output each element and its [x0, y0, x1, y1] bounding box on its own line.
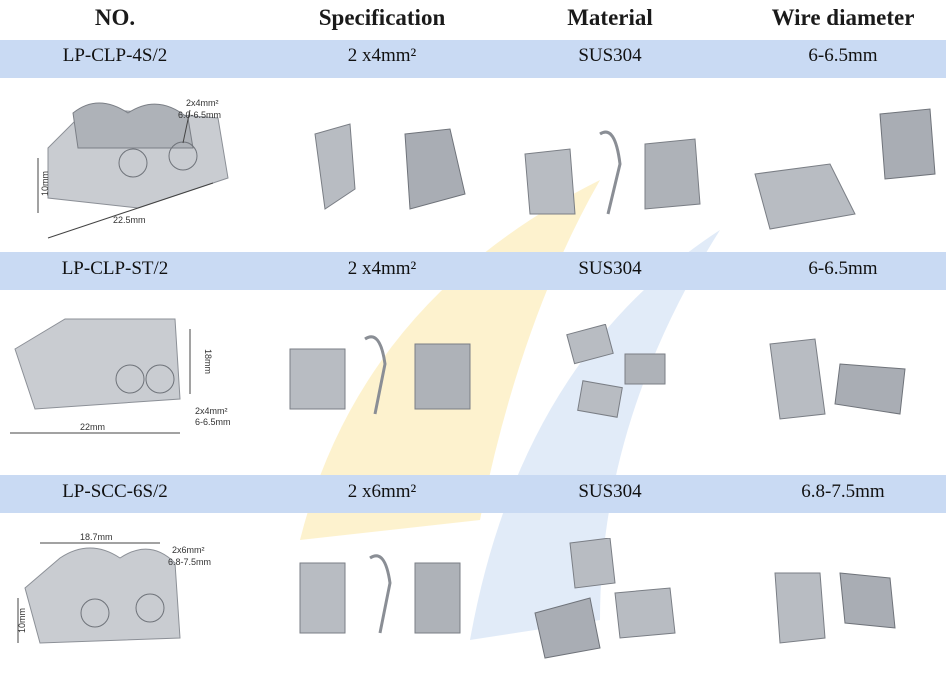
product-photo	[289, 335, 471, 415]
table-row-band	[0, 475, 946, 513]
column-header-specification: Specification	[318, 5, 446, 30]
column-header-material: Material	[567, 5, 653, 30]
dim-label: 6-6.5mm	[195, 417, 231, 427]
row-no: LP-SCC-6S/2	[62, 481, 168, 502]
image-row: 18.7mm 2x6mm² 6.8-7.5mm 10mm	[0, 518, 946, 690]
table-header: NO. Specification Material Wire diameter	[0, 0, 946, 36]
row-spec: 2 x4mm²	[347, 45, 417, 66]
product-photo	[299, 554, 461, 634]
row-spec: 2 x4mm²	[347, 258, 417, 279]
product-photo	[534, 538, 676, 659]
row-no: LP-CLP-4S/2	[62, 45, 168, 66]
row-wire-diameter: 6-6.5mm	[808, 258, 878, 279]
image-row: 18mm 2x4mm² 6-6.5mm 22mm	[0, 294, 946, 474]
dimension-drawing: 18.7mm 2x6mm² 6.8-7.5mm 10mm	[17, 532, 211, 644]
table-row-band	[0, 40, 946, 78]
dim-label: 10mm	[40, 171, 50, 196]
product-photo	[566, 324, 666, 418]
dim-label: 2x4mm²	[186, 98, 219, 108]
dim-label: 22mm	[80, 422, 105, 432]
row-spec: 2 x6mm²	[347, 481, 417, 502]
product-photo	[774, 572, 896, 644]
row-wire-diameter: 6.8-7.5mm	[801, 481, 885, 502]
table-row-band	[0, 252, 946, 290]
column-header-no: NO.	[94, 5, 136, 30]
product-photo	[754, 108, 936, 230]
image-row: 2x4mm² 6.0-6.5mm 10mm 22.5mm	[0, 84, 946, 252]
row-material: SUS304	[578, 258, 642, 279]
dim-label: 18mm	[203, 349, 213, 374]
dimension-drawing: 2x4mm² 6.0-6.5mm 10mm 22.5mm	[37, 98, 229, 239]
dimension-drawing: 18mm 2x4mm² 6-6.5mm 22mm	[10, 318, 231, 434]
dim-label: 18.7mm	[80, 532, 113, 542]
row-wire-diameter: 6-6.5mm	[808, 45, 878, 66]
dim-label: 6.0-6.5mm	[178, 110, 221, 120]
product-photo	[314, 123, 466, 210]
row-no: LP-CLP-ST/2	[61, 258, 169, 279]
column-header-wire-diameter: Wire diameter	[771, 5, 915, 30]
dim-label: 10mm	[17, 608, 27, 633]
row-material: SUS304	[578, 45, 642, 66]
dim-label: 2x4mm²	[195, 406, 228, 416]
dim-label: 6.8-7.5mm	[168, 557, 211, 567]
dim-label: 22.5mm	[113, 215, 146, 225]
product-photo	[524, 130, 701, 215]
dim-label: 2x6mm²	[172, 545, 205, 555]
row-material: SUS304	[578, 481, 642, 502]
product-photo	[769, 338, 906, 420]
